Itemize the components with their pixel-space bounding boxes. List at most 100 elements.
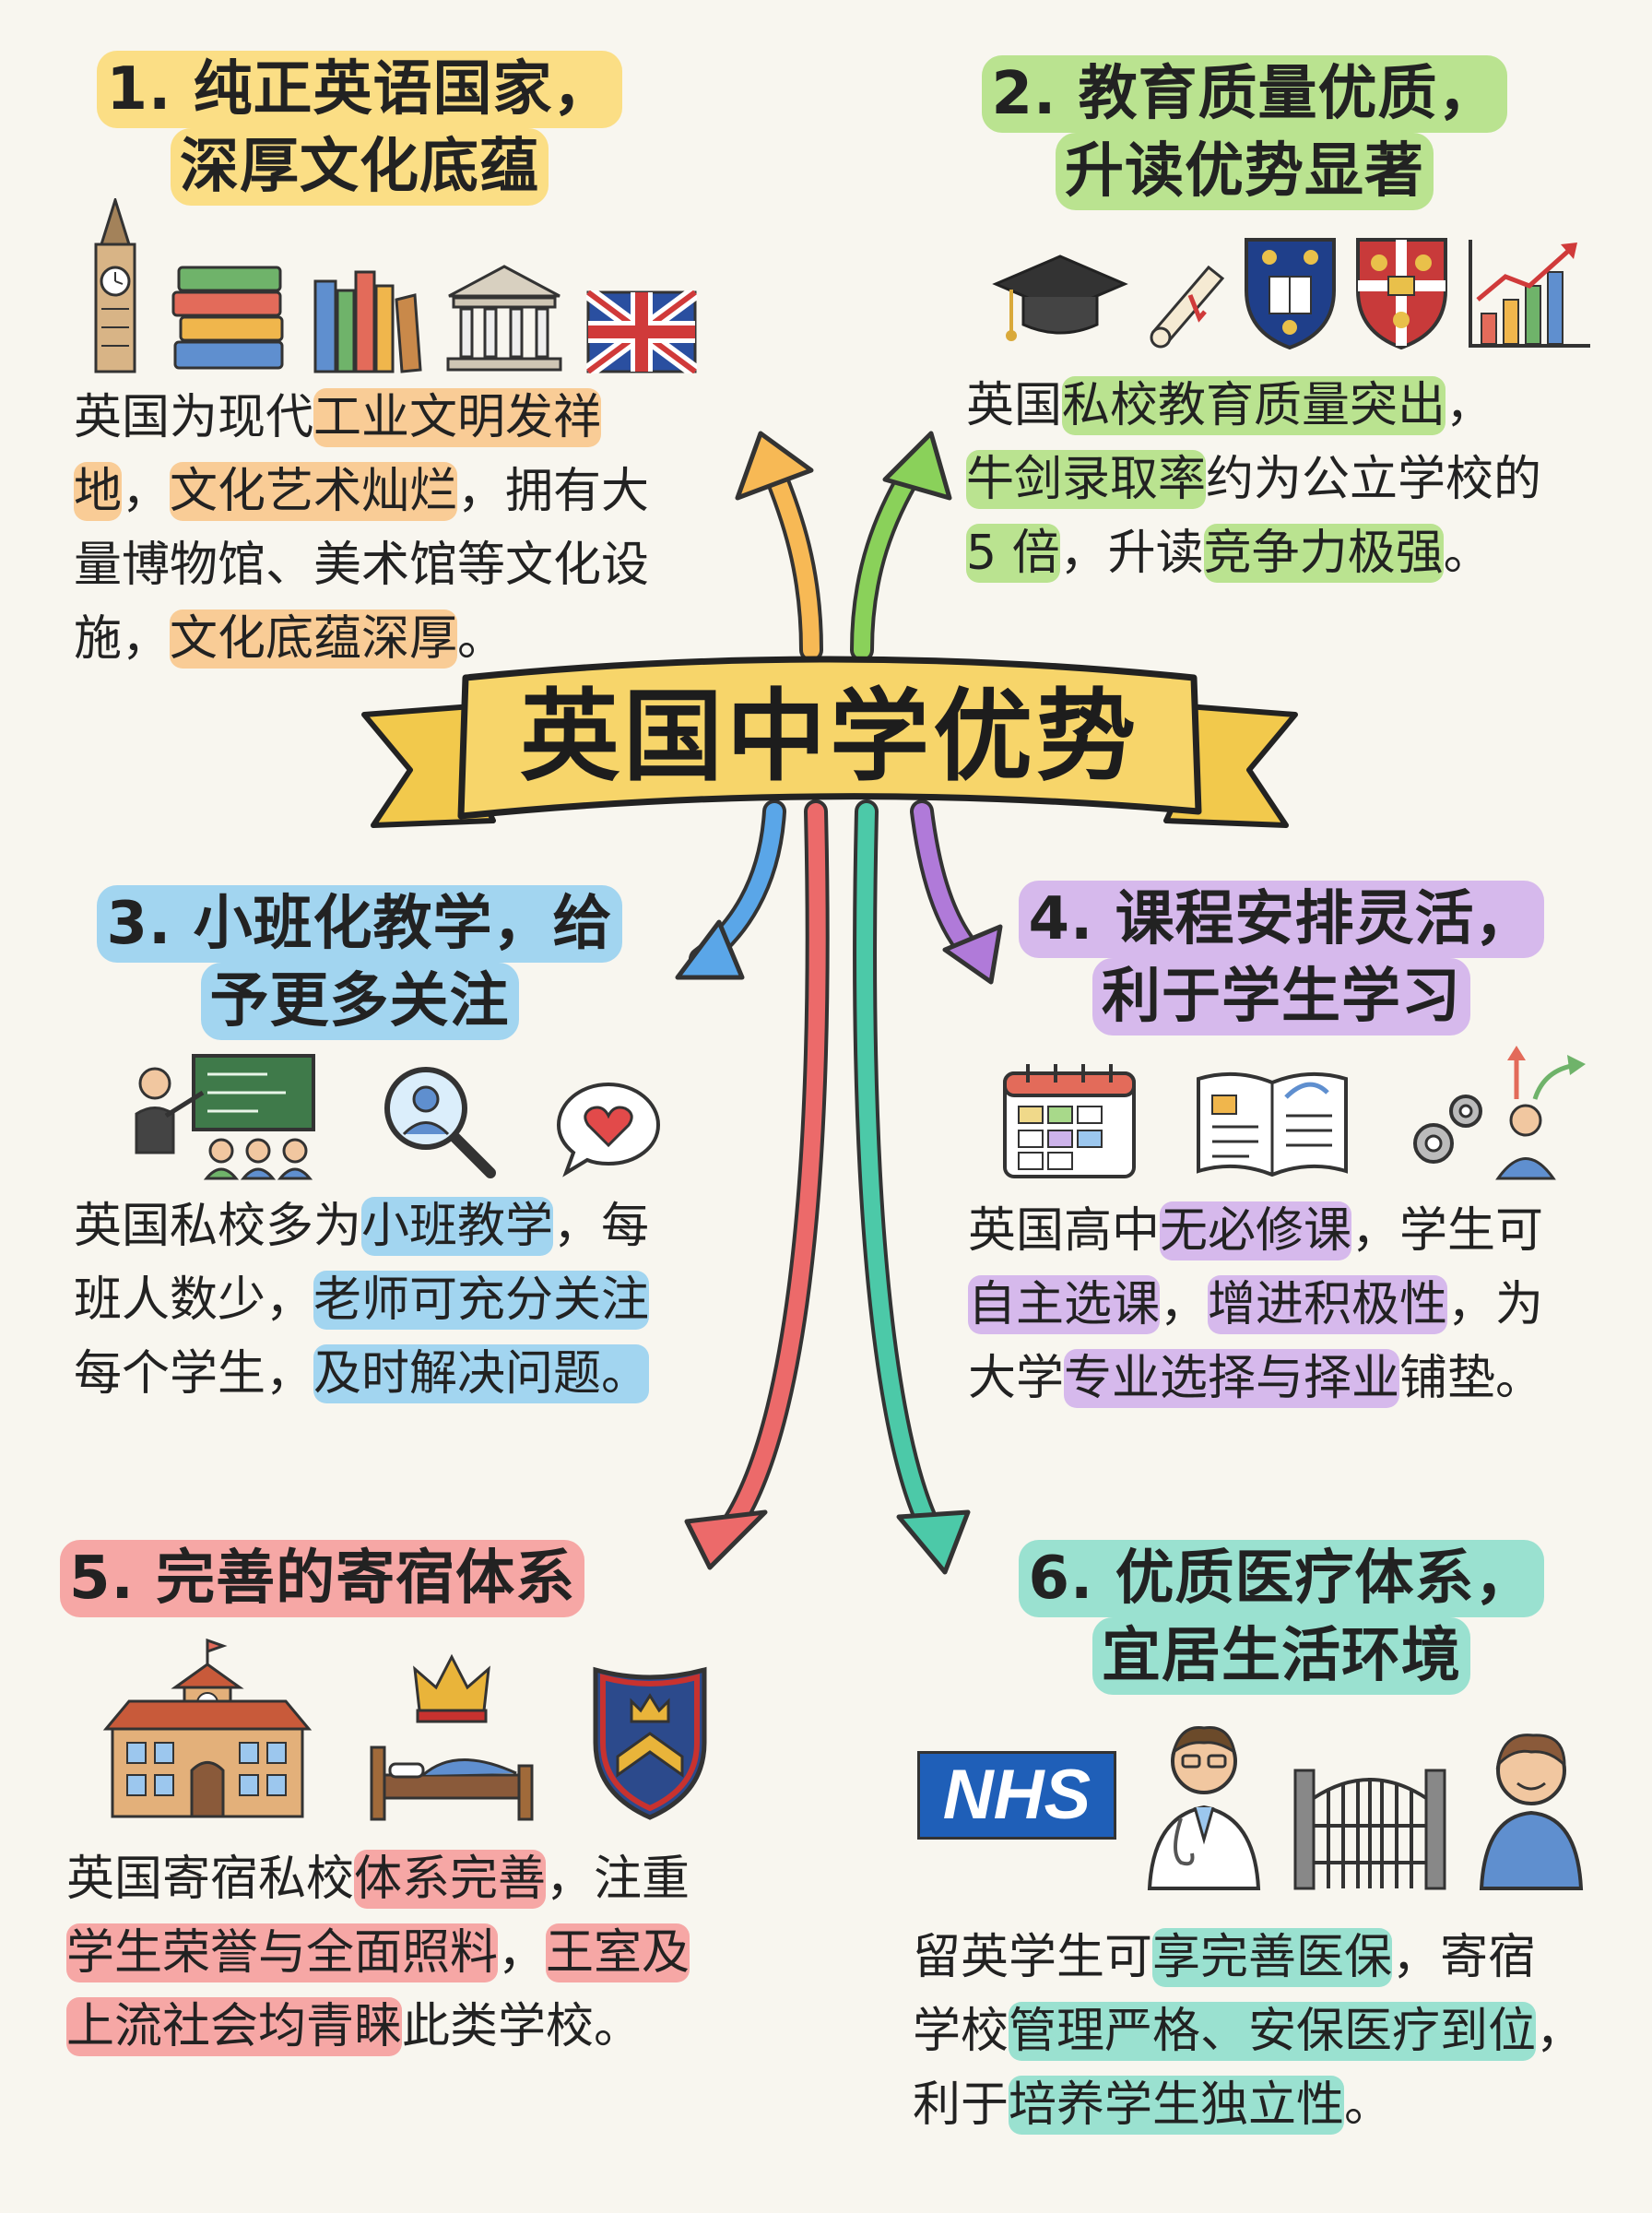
gears-person-icon [1413,1046,1586,1180]
s5-highlight: 体系完善 [354,1850,547,1909]
s1-highlight: 地 [74,462,123,521]
arrow-to-section-5 [684,799,830,1570]
section-4-icons [1000,1042,1590,1180]
s4-highlight: 增进积极性 [1208,1275,1448,1334]
section-4-title-line-2: 利于学生学习 [1092,958,1470,1035]
section-3-title-line-2: 予更多关注 [200,963,519,1040]
s6-highlight: 管理严格、安保医疗到位 [1009,2002,1537,2061]
oxford-crest-icon [1245,238,1336,350]
s3-highlight: 及时解决问题。 [313,1344,650,1403]
s5-text: 英国寄宿私校 [66,1852,355,1907]
cambridge-crest-icon [1356,238,1447,350]
shield-crest-icon [593,1666,707,1820]
section-2-title: 2. 教育质量优质， 升读优势显著 [922,55,1567,210]
nhs-logo-text: NHS [942,1756,1092,1834]
s4-highlight: 无必修课 [1160,1201,1352,1260]
s1-highlight: 文化艺术灿烂 [170,462,458,521]
arrow-to-section-3 [675,799,786,980]
crown-bed-icon [370,1653,534,1821]
s5-highlight: 王室及 [546,1923,690,1982]
bookshelf-icon [313,270,422,373]
section-6-title-line-1: 6. 优质医疗体系， [1019,1540,1544,1617]
s2-text: ， [1446,378,1494,433]
gate-icon [1293,1769,1446,1890]
section-6-title: 6. 优质医疗体系， 宜居生活环境 [950,1540,1613,1695]
books-stack-icon [171,266,284,370]
s1-text: 量博物馆、美术馆等文化设 [74,538,650,593]
section-4-title-line-1: 4. 课程安排灵活， [1019,881,1544,958]
section-1: 1. 纯正英语国家， 深厚文化底蕴 [37,51,682,206]
s5-highlight: 学生荣誉与全面照料 [66,1923,499,1982]
open-book-icon [1197,1071,1348,1178]
s1-highlight: 文化底蕴深厚 [170,609,458,669]
s5-text: ，注重 [546,1852,690,1907]
s4-highlight: 自主选课 [968,1275,1161,1334]
uk-flag-icon [586,290,697,373]
s5-highlight: 上流社会均青睐 [66,1997,403,2056]
s6-highlight: 享完善医保 [1152,1928,1393,1987]
s2-text: 约为公立学校的 [1206,452,1542,507]
section-2-title-line-1: 2. 教育质量优质， [982,55,1507,133]
section-1-body: 英国为现代工业文明发祥 地，文化艺术灿烂，拥有大 量博物馆、美术馆等文化设 施，… [74,381,738,676]
section-6: 6. 优质医疗体系， 宜居生活环境 [950,1540,1613,1695]
calendar-icon [1003,1064,1136,1178]
s6-text: ，寄宿 [1392,1930,1537,1985]
s5-text: ， [498,1925,547,1981]
section-4: 4. 课程安排灵活， 利于学生学习 [959,881,1604,1035]
s6-highlight: 培养学生独立性 [1009,2076,1345,2135]
s4-text: 大学 [968,1351,1065,1406]
s1-text: 英国为现代 [74,390,314,445]
section-3-title-line-1: 3. 小班化教学，给 [97,885,622,963]
s3-text: 英国私校多为 [74,1199,362,1254]
section-3-icons [129,1051,664,1180]
section-6-icons: NHS [917,1715,1587,1890]
section-2-title-line-2: 升读优势显著 [1056,133,1434,210]
section-1-title-line-1: 1. 纯正英语国家， [97,51,622,128]
s4-highlight: 专业选择与择业 [1064,1349,1400,1408]
section-5: 5. 完善的寄宿体系 [60,1540,668,1617]
arrow-to-section-6 [853,799,971,1575]
section-6-body: 留英学生可享完善医保，寄宿 学校管理严格、安保医疗到位， 利于培养学生独立性。 [913,1921,1632,2142]
teacher-class-icon [135,1054,315,1180]
school-building-icon [102,1638,313,1818]
s3-text: 班人数少， [74,1272,314,1328]
s4-text: ， [1160,1277,1209,1332]
s6-text: 学校 [913,2004,1009,2059]
s4-text: ，为 [1447,1277,1544,1332]
student-icon [1479,1734,1584,1890]
s2-highlight: 竞争力极强 [1203,524,1444,583]
section-5-title-line-1: 5. 完善的寄宿体系 [60,1540,585,1617]
arrow-to-section-1 [735,431,823,662]
diploma-icon [1150,265,1225,349]
s2-text: 英国 [966,378,1063,433]
s6-text: 利于 [913,2077,1009,2133]
main-title: 英国中学优势 [519,680,1139,795]
s2-text: 。 [1443,526,1492,581]
section-5-body: 英国寄宿私校体系完善，注重 学生荣誉与全面照料，王室及 上流社会均青睐此类学校。 [66,1842,767,2064]
section-4-title: 4. 课程安排灵活， 利于学生学习 [959,881,1604,1035]
growth-chart-icon [1469,240,1590,348]
s5-text: 此类学校。 [402,1999,643,2054]
section-3-title: 3. 小班化教学，给 予更多关注 [46,885,673,1040]
s4-text: 铺垫。 [1399,1351,1544,1406]
s3-highlight: 老师可充分关注 [313,1271,650,1330]
section-4-body: 英国高中无必修课，学生可 自主选课，增进积极性，为 大学专业选择与择业铺垫。 [968,1194,1632,1415]
s6-text: 。 [1344,2077,1393,2133]
s6-text: 留英学生可 [913,1930,1153,1985]
nhs-logo-icon: NHS [917,1751,1116,1840]
section-5-title: 5. 完善的寄宿体系 [60,1540,668,1617]
s4-text: ，学生可 [1351,1203,1544,1259]
section-2-icons [991,226,1594,350]
s3-text: ，每 [553,1199,650,1254]
s1-highlight: 工业文明发祥 [313,388,602,447]
doctor-icon [1147,1726,1261,1890]
section-6-title-line-2: 宜居生活环境 [1092,1617,1470,1695]
section-5-icons [101,1637,710,1821]
section-1-title: 1. 纯正英语国家， 深厚文化底蕴 [37,51,682,206]
section-2: 2. 教育质量优质， 升读优势显著 [922,55,1567,210]
section-2-body: 英国私校教育质量突出， 牛剑录取率约为公立学校的 5 倍，升读竞争力极强。 [966,369,1630,590]
s1-text: ， [122,464,171,519]
s1-text: ，拥有大 [457,464,650,519]
s1-text: 。 [457,611,506,667]
